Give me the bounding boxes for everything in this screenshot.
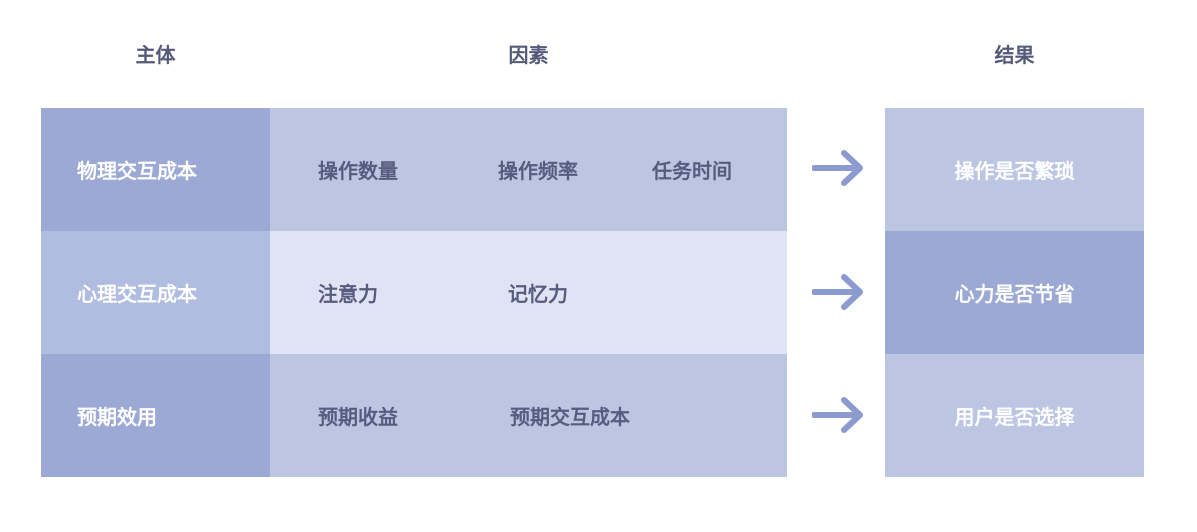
subject-label: 物理交互成本 <box>77 159 197 183</box>
subject-cell-expected-utility: 预期效用 <box>41 354 270 477</box>
subject-label: 预期效用 <box>77 405 157 429</box>
result-cell-physical: 操作是否繁琐 <box>885 108 1144 231</box>
result-label: 操作是否繁琐 <box>954 159 1075 183</box>
factors-column-header: 因素 <box>508 43 549 67</box>
factor-item: 预期收益 <box>318 405 398 429</box>
subject-label: 心理交互成本 <box>77 282 197 306</box>
factor-item: 记忆力 <box>508 282 568 306</box>
result-cell-mental: 心力是否节省 <box>885 231 1144 354</box>
factor-item: 任务时间 <box>652 159 732 183</box>
subject-cell-physical: 物理交互成本 <box>41 108 270 231</box>
factor-item: 预期交互成本 <box>510 405 630 429</box>
factor-item: 操作数量 <box>318 159 398 183</box>
result-label: 用户是否选择 <box>954 405 1075 429</box>
arrow-right-icon <box>812 272 866 312</box>
factor-item: 操作频率 <box>498 159 578 183</box>
factors-cell-physical: 操作数量 操作频率 任务时间 <box>270 108 787 231</box>
arrow-right-icon <box>812 148 866 188</box>
result-label: 心力是否节省 <box>954 282 1075 306</box>
arrow-right-icon <box>812 395 866 435</box>
factors-cell-expected-utility: 预期收益 预期交互成本 <box>270 354 787 477</box>
subject-cell-mental: 心理交互成本 <box>41 231 270 354</box>
factor-item: 注意力 <box>318 282 378 306</box>
factors-cell-mental: 注意力 记忆力 <box>270 231 787 354</box>
result-column-header: 结果 <box>994 43 1035 67</box>
subject-column-header: 主体 <box>135 43 176 67</box>
result-cell-expected-utility: 用户是否选择 <box>885 354 1144 477</box>
